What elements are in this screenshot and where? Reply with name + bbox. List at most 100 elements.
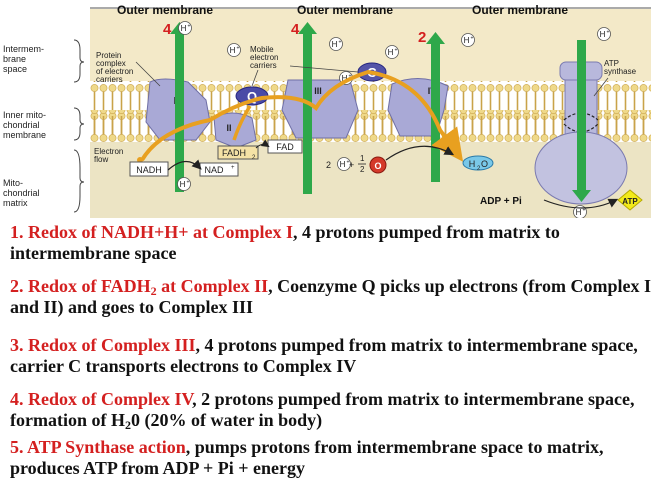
svg-text:H: H — [576, 208, 582, 217]
callout-line — [593, 77, 609, 97]
protein-complex-label: Protein complex of electron carriers — [96, 51, 133, 84]
svg-text:Intermem-: Intermem- — [3, 44, 44, 54]
step-4-text: , 2 protons pumped from matrix to interm… — [10, 389, 635, 430]
svg-text:membrane: membrane — [3, 130, 46, 140]
plus-sign: + — [349, 160, 354, 170]
svg-text:electron: electron — [250, 53, 278, 62]
svg-text:+: + — [583, 208, 586, 214]
proton-count-complex-i: 4 — [163, 21, 172, 38]
adp-pi-label: ADP + Pi — [480, 196, 522, 207]
fadh2-label: FADH — [222, 148, 246, 158]
svg-text:+: + — [339, 40, 342, 46]
proton-icons: H+H+H+H+H+H+H+H+H+H+ — [177, 21, 611, 218]
svg-text:+: + — [395, 48, 398, 54]
nadh-label: NADH — [136, 165, 162, 175]
oxygen-to-water-arrow — [385, 145, 455, 161]
step-2-title-end: at Complex II — [156, 276, 269, 296]
proton-pump-arrow-complex-iii — [298, 22, 317, 194]
outer-membrane-label: Outer membrane — [117, 3, 213, 17]
svg-text:+: + — [471, 36, 474, 42]
svg-text:+: + — [349, 74, 352, 80]
svg-text:flow: flow — [94, 155, 108, 164]
step-1-text: , 4 protons pumped from matrix to interm… — [10, 222, 560, 263]
svg-text:+: + — [188, 24, 191, 30]
proton-icon: H+ — [385, 45, 399, 59]
callout-line — [135, 61, 161, 87]
fadh2-box — [217, 145, 259, 160]
matrix-label: Mito- chondrial matrix — [3, 178, 40, 208]
proton-icon: H+ — [178, 21, 192, 35]
inner-membrane-label: Inner mito- chondrial membrane — [3, 110, 46, 140]
svg-text:H: H — [181, 24, 187, 33]
atp-burst — [617, 189, 643, 211]
step-4: 4. Redox of Complex IV, 2 protons pumped… — [10, 389, 635, 432]
callout-line — [251, 69, 259, 87]
step-3-title: Redox of Complex III — [28, 335, 196, 355]
svg-text:H: H — [600, 30, 606, 39]
proton-count-complex-iv: 2 — [418, 29, 426, 46]
step-5-text: , pumps protons from intermembrane space… — [10, 437, 604, 478]
fad-label: FAD — [276, 142, 294, 152]
svg-text:+: + — [237, 46, 240, 52]
water-oxygen-label: O — [481, 159, 488, 169]
fadh2-subscript: 2 — [252, 155, 256, 161]
svg-text:brane: brane — [3, 54, 26, 64]
outer-membrane-label: Outer membrane — [297, 3, 393, 17]
oxygen-atom — [369, 156, 387, 174]
svg-text:complex: complex — [96, 59, 126, 68]
svg-text:Inner mito-: Inner mito- — [3, 110, 46, 120]
electron-flow-label: Electron flow — [94, 147, 123, 164]
svg-text:H: H — [180, 180, 186, 189]
svg-text:chondrial: chondrial — [3, 188, 40, 198]
intermembrane-space-label: Intermem- brane space — [3, 44, 44, 74]
svg-text:H: H — [230, 46, 236, 55]
electron-flow-path — [140, 69, 464, 162]
complex-ii-label: II — [226, 123, 231, 133]
svg-text:chondrial: chondrial — [3, 120, 40, 130]
proton-pump-arrow-complex-iv — [426, 32, 445, 182]
proton-icon: H+ — [337, 157, 351, 171]
svg-text:Mobile: Mobile — [250, 45, 274, 54]
svg-text:Mito-: Mito- — [3, 178, 23, 188]
step-4-title: Redox of Complex IV — [28, 389, 193, 409]
brace — [73, 149, 85, 213]
svg-text:space: space — [3, 64, 27, 74]
step-4-text-end: 0 (20% of water in body) — [130, 410, 323, 430]
complex-iii-label: III — [314, 86, 322, 96]
proton-count-complex-iii: 4 — [291, 21, 300, 38]
fadh2-to-fad-arrow — [255, 139, 270, 149]
svg-text:H: H — [340, 160, 346, 169]
half-numerator: 1 — [360, 154, 365, 163]
svg-text:synthase: synthase — [604, 67, 637, 76]
nad-charge: + — [231, 165, 235, 171]
step-5: 5. ATP Synthase action, pumps protons fr… — [10, 437, 604, 478]
water-molecule — [462, 155, 494, 171]
electron-flow-path-fadh2 — [232, 105, 252, 141]
callout-line — [289, 65, 359, 73]
step-1-title: Redox of NADH+H+ at Complex I — [28, 222, 293, 242]
step-2-title: Redox of FADH — [28, 276, 151, 296]
proton-icon: H+ — [597, 27, 611, 41]
svg-text:H: H — [332, 40, 338, 49]
atp-synthesis-arrow — [543, 198, 619, 209]
water-subscript: 2 — [477, 166, 481, 172]
coenzyme-q-label: Q — [247, 89, 257, 104]
svg-text:ATP: ATP — [604, 59, 619, 68]
step-3-text: , 4 protons pumped from matrix to interm… — [10, 335, 638, 376]
proton-icon: H+ — [227, 43, 241, 57]
brace — [73, 39, 85, 83]
mobile-carriers-label: Mobile electron carriers — [250, 45, 278, 70]
two-protons-coefficient: 2 — [326, 160, 331, 170]
step-4-subscript: 2 — [124, 418, 131, 432]
proton-icon: H+ — [329, 37, 343, 51]
water-label: H — [469, 159, 476, 169]
svg-text:Electron: Electron — [94, 147, 123, 156]
proton-icon: H+ — [573, 205, 587, 218]
svg-text:carriers: carriers — [250, 61, 277, 70]
svg-text:Protein: Protein — [96, 51, 121, 60]
svg-text:of electron: of electron — [96, 67, 133, 76]
nad-label: NAD — [204, 165, 224, 175]
svg-text:+: + — [187, 180, 190, 186]
svg-text:+: + — [347, 160, 350, 166]
step-1: 1. Redox of NADH+H+ at Complex I, 4 prot… — [10, 222, 560, 263]
